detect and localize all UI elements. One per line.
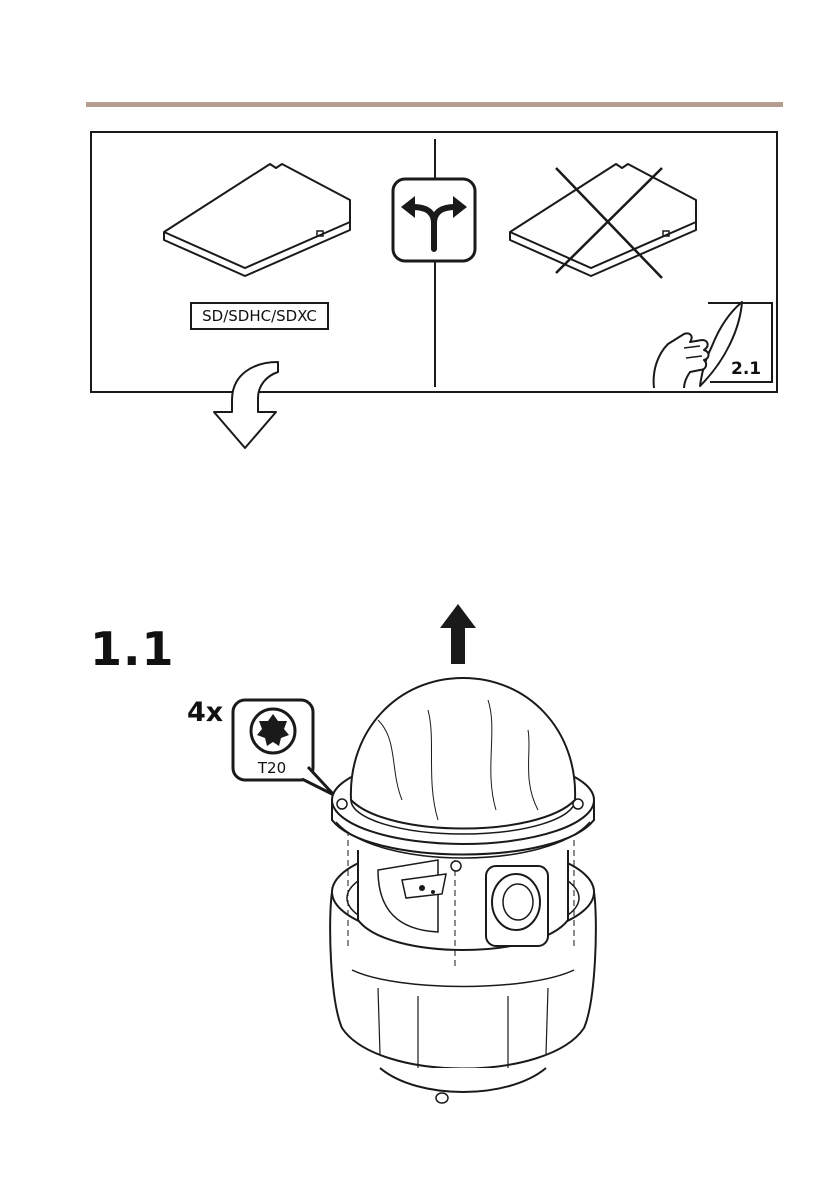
fork-arrow-icon: [391, 177, 477, 263]
page-reference: 2.1: [731, 359, 761, 379]
sd-format-label: SD/SDHC/SDXC: [190, 302, 329, 330]
tool-size-label: T20: [236, 759, 308, 777]
header-rule: [86, 102, 783, 107]
step-number: 1.1: [90, 622, 175, 676]
up-arrow-icon: [438, 602, 478, 666]
screw-quantity: 4x: [187, 697, 223, 728]
down-arrow-icon: [210, 358, 280, 453]
crossed-card-icon: [506, 160, 701, 282]
sd-card-icon: [160, 160, 355, 280]
ptz-dome-camera-icon: [318, 670, 608, 1110]
